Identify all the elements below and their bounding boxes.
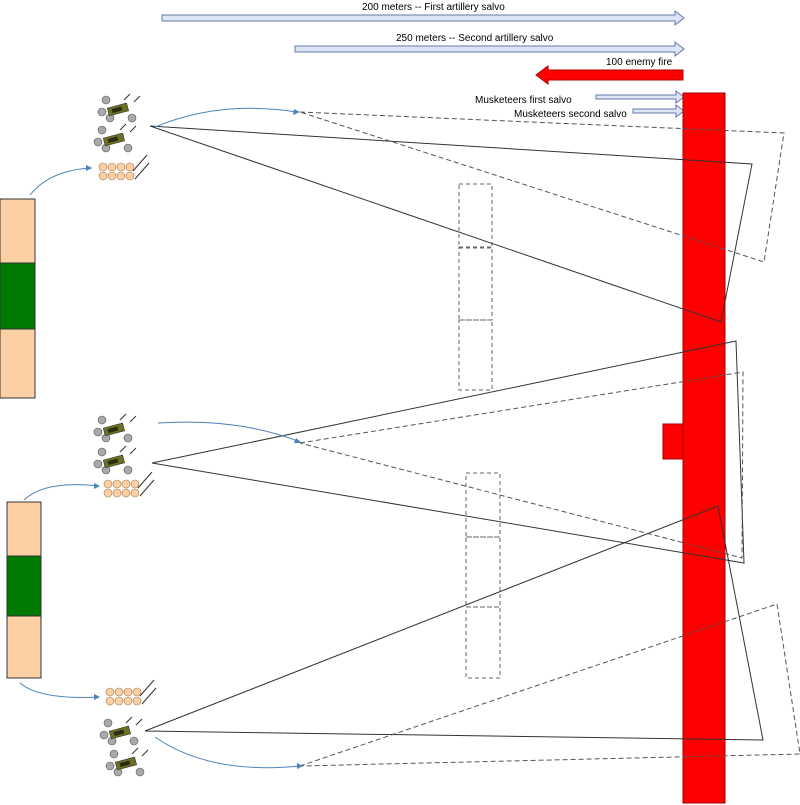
- cannon-icon: [105, 747, 149, 777]
- first-salvo-label: 200 meters -- First artillery salvo: [362, 2, 505, 13]
- cannon-icon: [99, 716, 143, 746]
- musket-first-arrow: [595, 90, 685, 104]
- reserve-block-bottom: [6, 501, 42, 679]
- cannon-icon: [93, 445, 137, 475]
- musket-first-label: Musketeers first salvo: [475, 95, 572, 106]
- second-salvo-label: 250 meters -- Second artillery salvo: [396, 33, 554, 44]
- musketeer-icon: [105, 679, 157, 706]
- red-arrow-icon: [535, 65, 684, 85]
- musketeer-icon: [103, 471, 155, 498]
- enemy-bastion: [662, 423, 684, 460]
- musketeer-icon: [98, 154, 150, 181]
- middle-formation-top: [458, 183, 493, 391]
- movement-curves: [19, 107, 301, 769]
- cannon-icon: [93, 413, 137, 443]
- first-salvo-arrow: [161, 9, 685, 27]
- enemy-fire-label: 100 enemy fire: [606, 57, 673, 68]
- musket-second-label: Musketeers second salvo: [514, 109, 627, 120]
- reserve-block-top: [0, 198, 36, 399]
- range-arrows: 200 meters -- First artillery salvo 250 …: [161, 2, 685, 120]
- solid-fire-cones: [144, 125, 764, 741]
- second-salvo-arrow: [294, 40, 685, 58]
- battery-middle: [93, 413, 155, 498]
- enemy-line: [682, 92, 726, 804]
- curve-arrowheads: [86, 109, 303, 769]
- musket-second-arrow: [632, 104, 685, 118]
- cannon-icon: [93, 123, 137, 153]
- dashed-fire-cones: [299, 111, 800, 767]
- middle-formation-bottom: [465, 472, 501, 679]
- battery-top: [93, 93, 150, 181]
- battery-bottom: [99, 679, 157, 777]
- cannon-icon: [97, 93, 141, 123]
